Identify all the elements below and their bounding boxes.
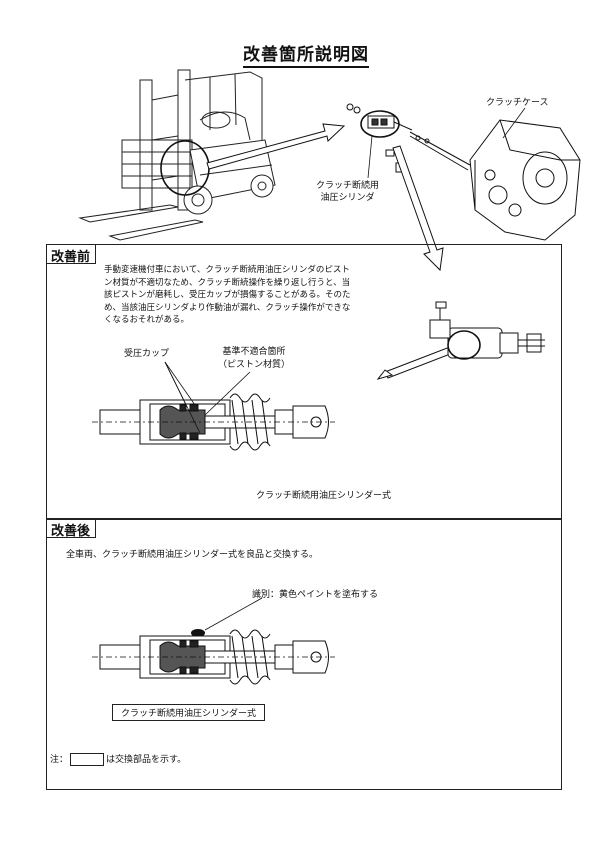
- cup-label: 受圧カップ: [124, 349, 170, 359]
- before-desc-line: め、当該油圧シリンダより作動油が漏れ、クラッチ操作ができな: [104, 302, 351, 313]
- zoom-circle-assembly: [447, 330, 481, 360]
- replacement-legend-box: [70, 753, 105, 766]
- cylinder-section-before: [92, 393, 335, 451]
- page-title-text: 改善箇所説明図: [243, 45, 369, 68]
- nonconform-label: 基準不適合箇所 （ピストン材質）: [218, 346, 290, 372]
- identify-label: 識別：黄色ペイントを塗布する: [252, 590, 379, 600]
- before-desc-line: 手動変速機付車において、クラッチ断続用油圧シリンダのピスト: [104, 265, 350, 275]
- yellow-paint-mark: [191, 629, 205, 637]
- arrow-to-cylinder: [206, 123, 346, 170]
- clutch-case-drawing: [469, 119, 581, 241]
- before-heading: 改善前: [51, 250, 91, 265]
- cylinder-label-line2: 油圧シリンダ: [320, 193, 375, 203]
- page-title: 改善箇所説明図: [0, 40, 612, 68]
- after-section: [46, 518, 562, 790]
- before-desc-line: 該ピストンが磨耗し、受圧カップが損傷することがある。そのた: [104, 290, 351, 300]
- note-suffix: は交換部品を示す。: [106, 755, 187, 765]
- after-caption: クラッチ断続用油圧シリンダー式: [121, 709, 257, 719]
- before-leaders: [164, 361, 251, 434]
- after-heading-box: [46, 518, 96, 538]
- cylinder-section-after: [92, 629, 335, 685]
- note: 注： は交換部品を示す。: [50, 752, 186, 766]
- identify-leader: [204, 597, 263, 631]
- before-desc-line: ン材質が不適切なため、クラッチ断続操作を繰り返し行うと、当: [104, 277, 351, 288]
- after-caption-box: クラッチ断続用油圧シリンダー式: [112, 704, 266, 721]
- after-description: 全車両、クラッチ断続用油圧シリンダー式を良品と交換する。: [66, 550, 319, 560]
- after-heading: 改善後: [51, 524, 91, 539]
- nonconform-label-main: 基準不適合箇所: [222, 347, 286, 357]
- before-description: 手動変速機付車において、クラッチ断続用油圧シリンダのピスト ン材質が不適切なため…: [104, 264, 404, 327]
- before-section: [46, 244, 562, 520]
- zoom-circle-cylinder: [360, 110, 400, 138]
- clutch-case-label: クラッチケース: [486, 98, 549, 108]
- note-prefix: 注：: [50, 755, 69, 765]
- leader-clutch-case: [502, 107, 526, 139]
- arrow-to-detail: [392, 145, 444, 272]
- cylinder-label-line1: クラッチ断続用: [316, 181, 380, 191]
- before-caption: クラッチ断続用油圧シリンダー式: [256, 491, 392, 501]
- leader-cylinder: [367, 135, 373, 179]
- before-desc-line: くなるおそれがある。: [104, 315, 190, 325]
- assembly-view: [376, 301, 545, 380]
- cylinder-label: クラッチ断続用 油圧シリンダ: [316, 180, 379, 204]
- nonconform-label-sub: （ピストン材質）: [218, 360, 291, 370]
- before-heading-box: [46, 244, 96, 264]
